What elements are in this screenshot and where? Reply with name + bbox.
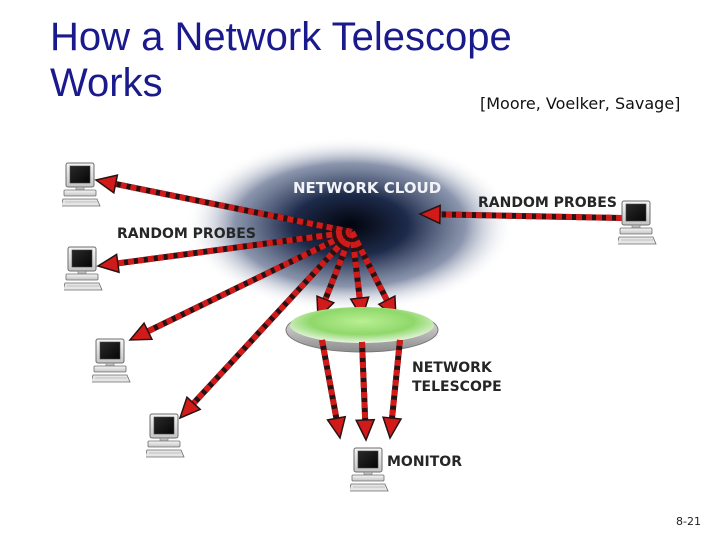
random-probes-right-label: RANDOM PROBES [478,195,617,211]
telescope-monitor-arrow-3 [381,339,403,440]
computer-icon [62,162,101,207]
citation: [Moore, Voelker, Savage] [480,94,681,113]
network-telescope-label-line1: NETWORK [412,360,493,376]
probe-arrow-2 [96,229,353,274]
telescope-monitor-arrow-2 [355,341,376,442]
probe-arrow-1 [94,174,353,235]
network-cloud-label: NETWORK CLOUD [293,179,441,197]
network-telescope-label-line2: TELESCOPE [412,379,502,395]
monitor-label: MONITOR [387,454,462,470]
probe-arrow-to-telescope-1 [316,230,355,320]
computer-icon [64,246,103,291]
probe-arrows [94,174,623,420]
telescope-arrows [319,339,403,442]
network-cloud [185,137,515,313]
incoming-probe-arrow [418,204,623,225]
computer-icon [350,447,389,492]
page-number: 8-21 [676,515,701,528]
computer-icon [618,200,657,245]
probe-arrow-4 [178,229,355,420]
computer-icon [146,413,185,458]
random-probes-left-label: RANDOM PROBES [117,226,256,242]
computer-icon [92,338,131,383]
probe-arrow-3 [128,229,354,341]
telescope-monitor-arrow-1 [319,339,347,440]
slide-title: How a Network Telescope Works [50,15,512,105]
